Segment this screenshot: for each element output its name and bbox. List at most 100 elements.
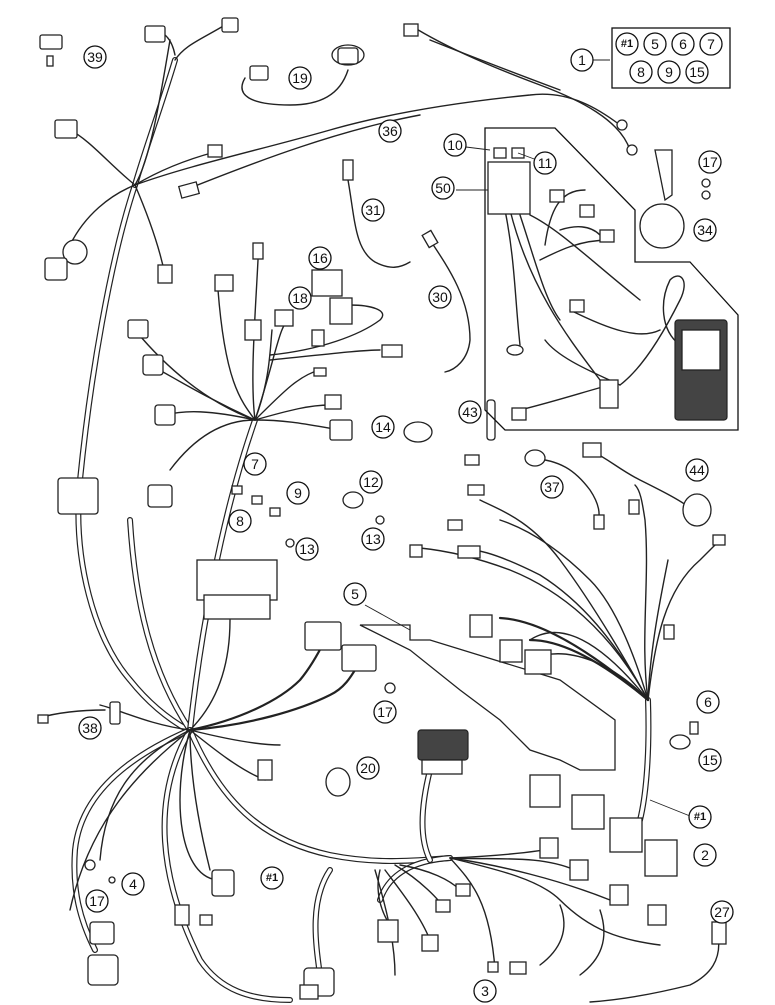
svg-text:17: 17 xyxy=(89,893,105,909)
svg-text:36: 36 xyxy=(382,123,398,139)
svg-text:17: 17 xyxy=(377,704,393,720)
svg-text:11: 11 xyxy=(538,155,553,171)
callout-12: 12 xyxy=(359,470,383,494)
callout-36: 36 xyxy=(378,119,402,143)
svg-text:1: 1 xyxy=(578,52,586,68)
callout-7: 7 xyxy=(243,452,267,476)
strap-43 xyxy=(486,399,496,441)
callout-20: 20 xyxy=(356,756,380,780)
callout-15: 15 xyxy=(698,748,722,772)
callout-13-a: 13 xyxy=(361,527,385,551)
callout-8-legend: 8 xyxy=(629,60,653,84)
svg-text:6: 6 xyxy=(704,694,712,710)
callout-37: 37 xyxy=(540,475,564,499)
svg-text:10: 10 xyxy=(447,137,463,153)
connector xyxy=(417,729,469,761)
callout-43: 43 xyxy=(458,400,482,424)
svg-text:50: 50 xyxy=(435,180,451,196)
fuse-box xyxy=(196,559,278,601)
callout-44: 44 xyxy=(685,458,709,482)
callout-9-legend: 9 xyxy=(657,60,681,84)
svg-text:5: 5 xyxy=(351,586,359,602)
callout-hash1-right: #1 xyxy=(688,805,712,829)
connector xyxy=(57,477,99,515)
callout-17-top: 17 xyxy=(698,150,722,174)
callout-hash1-legend: #1 xyxy=(615,32,639,56)
callout-17-bottom: 17 xyxy=(85,889,109,913)
callout-8: 8 xyxy=(228,509,252,533)
callout-11: 11 xyxy=(533,151,557,175)
callout-18: 18 xyxy=(288,286,312,310)
svg-text:13: 13 xyxy=(299,541,315,557)
callout-50: 50 xyxy=(431,176,455,200)
svg-text:37: 37 xyxy=(544,479,560,495)
svg-text:38: 38 xyxy=(82,720,98,736)
svg-text:12: 12 xyxy=(363,474,379,490)
connector xyxy=(157,264,173,284)
svg-text:8: 8 xyxy=(637,64,645,80)
svg-text:20: 20 xyxy=(360,760,376,776)
callouts: 1 #1 5 6 7 8 9 15 39 19 36 10 11 50 17 3… xyxy=(78,32,734,1003)
callout-13-b: 13 xyxy=(295,537,319,561)
svg-text:15: 15 xyxy=(702,752,718,768)
connector xyxy=(62,239,88,265)
callout-10: 10 xyxy=(443,133,467,157)
callout-16: 16 xyxy=(308,246,332,270)
svg-text:31: 31 xyxy=(365,202,381,218)
connector xyxy=(221,17,239,33)
callout-9: 9 xyxy=(286,481,310,505)
svg-text:17: 17 xyxy=(702,154,718,170)
svg-text:2: 2 xyxy=(701,847,709,863)
connector xyxy=(144,25,166,43)
connector xyxy=(249,65,269,81)
connector xyxy=(207,144,223,158)
svg-text:34: 34 xyxy=(697,222,713,238)
relay xyxy=(529,774,561,808)
horn-34 xyxy=(639,203,685,249)
callout-19: 19 xyxy=(288,66,312,90)
svg-text:7: 7 xyxy=(251,456,259,472)
svg-text:15: 15 xyxy=(689,64,705,80)
svg-text:5: 5 xyxy=(651,36,659,52)
svg-text:9: 9 xyxy=(294,485,302,501)
svg-text:27: 27 xyxy=(714,904,730,920)
relay-50 xyxy=(487,161,531,215)
svg-text:14: 14 xyxy=(375,419,391,435)
connector xyxy=(341,644,377,672)
svg-text:#1: #1 xyxy=(694,811,706,823)
callout-34: 34 xyxy=(693,218,717,242)
relay xyxy=(609,817,643,853)
connector xyxy=(177,181,201,199)
svg-text:7: 7 xyxy=(707,36,715,52)
svg-text:9: 9 xyxy=(665,64,673,80)
callout-15-legend: 15 xyxy=(685,60,709,84)
svg-text:16: 16 xyxy=(312,250,328,266)
callout-39: 39 xyxy=(83,45,107,69)
callout-6: 6 xyxy=(696,690,720,714)
svg-text:44: 44 xyxy=(689,462,705,478)
main-harness xyxy=(71,57,652,1003)
callout-5: 5 xyxy=(343,582,367,606)
svg-text:30: 30 xyxy=(432,289,448,305)
callout-27: 27 xyxy=(710,900,734,924)
connector xyxy=(44,257,68,281)
svg-text:#1: #1 xyxy=(266,872,278,884)
svg-text:13: 13 xyxy=(365,531,381,547)
callout-17-mid: 17 xyxy=(373,700,397,724)
bracket-5 xyxy=(359,624,616,771)
fuse-10 xyxy=(493,147,507,159)
relay xyxy=(571,794,605,830)
connector xyxy=(403,23,419,37)
svg-text:3: 3 xyxy=(481,983,489,999)
inset-relay-group xyxy=(484,127,739,431)
callout-3: 3 xyxy=(473,979,497,1003)
clamp-12 xyxy=(342,491,364,509)
connector xyxy=(342,159,354,181)
connector xyxy=(304,621,342,651)
cable-tie-14 xyxy=(403,421,433,443)
callout-5-legend: 5 xyxy=(643,32,667,56)
horn-44 xyxy=(682,493,712,527)
relay xyxy=(644,839,678,877)
svg-text:#1: #1 xyxy=(621,38,633,50)
